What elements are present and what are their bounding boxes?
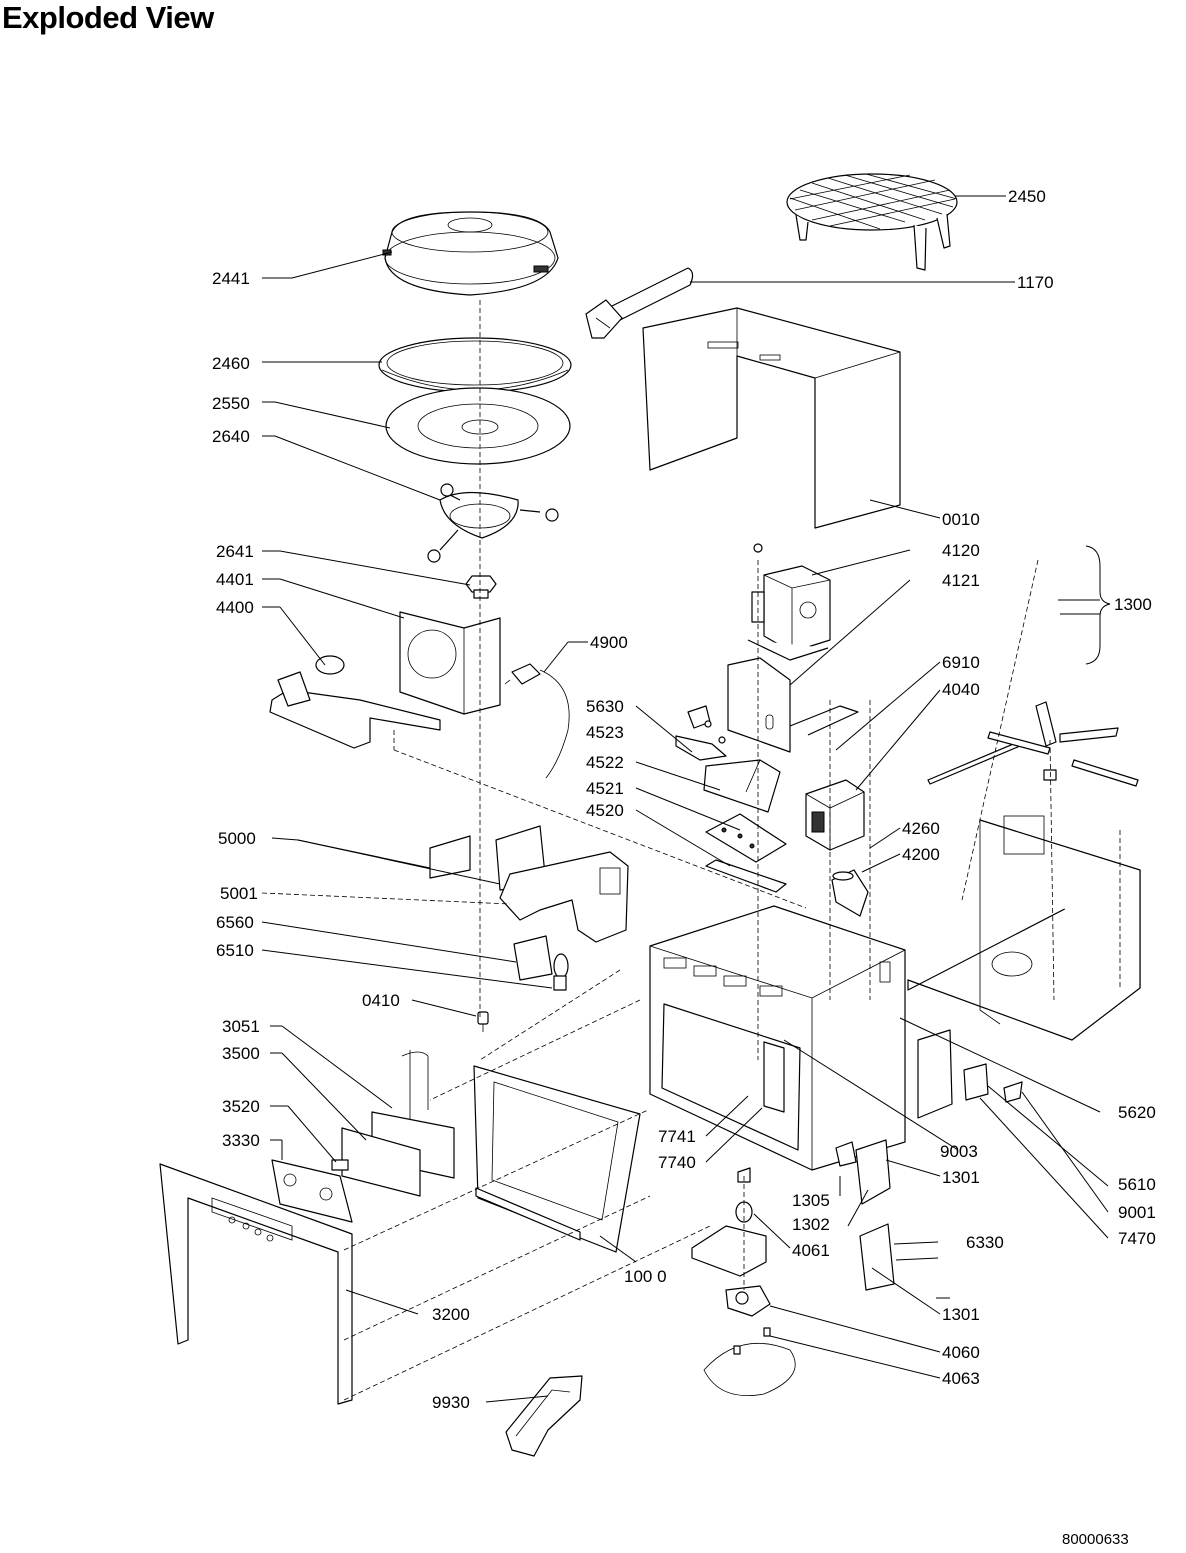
callout-6510: 6510 [216, 941, 254, 960]
callout-4401: 4401 [216, 570, 254, 589]
waveguide-cover-part [703, 759, 781, 813]
transformer-part [747, 543, 831, 661]
callout-100-0: 100 0 [624, 1267, 667, 1286]
assembly-centrelines [343, 300, 1121, 1401]
callout-1170: 1170 [1017, 273, 1054, 292]
leader-lines [261, 195, 1111, 1403]
callout-2441: 2441 [212, 269, 250, 288]
callout-7740: 7740 [658, 1153, 696, 1172]
micro-switch-part [917, 1029, 1023, 1119]
callout-3500: 3500 [222, 1044, 260, 1063]
callout-6910: 6910 [942, 653, 980, 672]
roller-support-part [427, 483, 559, 563]
callout-5610: 5610 [1118, 1175, 1156, 1194]
turntable-motor-part [691, 1167, 796, 1396]
callout-1305: 1305 [792, 1191, 830, 1210]
wire-rack-part [786, 173, 958, 271]
callout-4260: 4260 [902, 819, 940, 838]
callout-3520: 3520 [222, 1097, 260, 1116]
magnetron-part [805, 779, 865, 851]
motor-bracket-part [269, 611, 501, 749]
callout-4900: 4900 [590, 633, 628, 652]
callout-3330: 3330 [222, 1131, 260, 1150]
handle-tool-part [585, 267, 694, 339]
front-frame-part [159, 1163, 353, 1405]
callout-4120: 4120 [942, 541, 980, 560]
callout-4520: 4520 [586, 801, 624, 820]
callout-4521: 4521 [586, 779, 624, 798]
callout-1300: 1300 [1114, 595, 1152, 614]
outer-casing-part [642, 307, 901, 529]
callout-2640: 2640 [212, 427, 250, 446]
callout-5001: 5001 [220, 884, 258, 903]
callout-5620: 5620 [1118, 1103, 1156, 1122]
callout-1301-lower: 1301 [942, 1305, 980, 1324]
callout-1301: 1301 [942, 1168, 980, 1187]
back-panel-part [907, 815, 1141, 1041]
callout-4063: 4063 [942, 1369, 980, 1388]
callout-6330: 6330 [966, 1233, 1004, 1252]
callout-0010: 0010 [942, 510, 980, 529]
door-part [473, 1065, 641, 1253]
grip-tool-part [505, 1375, 583, 1457]
callout-4040: 4040 [942, 680, 980, 699]
callout-4060: 4060 [942, 1343, 980, 1362]
callout-labels: 2450 1170 2441 2460 2550 2640 0010 4120 … [212, 187, 1156, 1412]
control-board-part [429, 825, 629, 943]
callout-2550: 2550 [212, 394, 250, 413]
document-number: 80000633 [1062, 1531, 1129, 1548]
callout-7470: 7470 [1118, 1229, 1156, 1248]
interlock-switch-part [675, 705, 727, 761]
callout-4523: 4523 [586, 723, 624, 742]
cover-dome-part [382, 211, 559, 296]
callout-5630: 5630 [586, 697, 624, 716]
callout-4522: 4522 [586, 753, 624, 772]
coupler-part [465, 575, 497, 599]
transformer-bracket-part [727, 657, 859, 753]
callout-4400: 4400 [216, 598, 254, 617]
control-panel-boards-part [271, 1050, 455, 1223]
callout-2641: 2641 [216, 542, 254, 561]
callout-4200: 4200 [902, 845, 940, 864]
power-cord-part [504, 663, 570, 779]
callout-3200: 3200 [432, 1305, 470, 1324]
callout-7741: 7741 [658, 1127, 696, 1146]
rods-part [927, 701, 1139, 787]
strip-part [705, 859, 787, 893]
callout-6560: 6560 [216, 913, 254, 932]
callout-0410: 0410 [362, 991, 400, 1010]
callout-2450: 2450 [1008, 187, 1046, 206]
glass-tray-part [385, 387, 571, 465]
page-title: Exploded View [2, 0, 214, 35]
callout-4061: 4061 [792, 1241, 830, 1260]
mica-plate-part [705, 813, 787, 863]
oven-cavity-part [649, 905, 906, 1171]
callout-9001: 9001 [1118, 1203, 1156, 1222]
lamp-holder-part [513, 935, 569, 991]
capacitor-part [831, 869, 869, 917]
screw-part [477, 1011, 489, 1032]
callout-3051: 3051 [222, 1017, 260, 1036]
callout-9930: 9930 [432, 1393, 470, 1412]
callout-4121: 4121 [942, 571, 980, 590]
switch-bracket-part [835, 1139, 895, 1291]
turntable-plate-part [378, 337, 572, 393]
callout-5000: 5000 [218, 829, 256, 848]
callout-1302: 1302 [792, 1215, 830, 1234]
callout-9003: 9003 [940, 1142, 978, 1161]
callout-2460: 2460 [212, 354, 250, 373]
